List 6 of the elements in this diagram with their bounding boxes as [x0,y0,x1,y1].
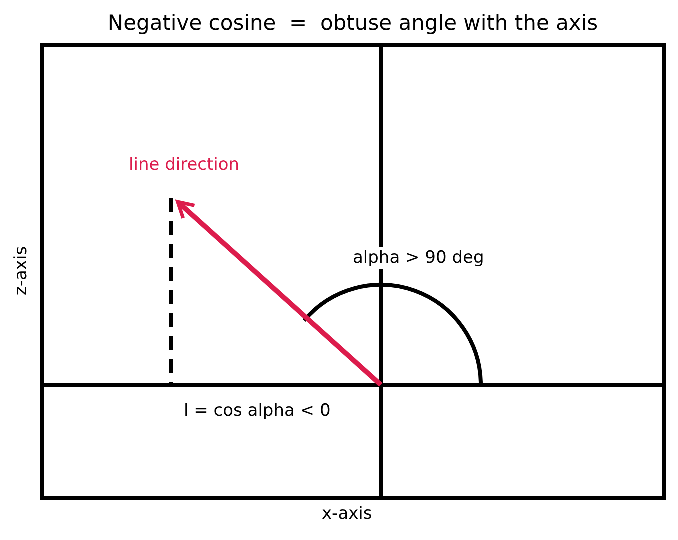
chart-title: Negative cosine = obtuse angle with the axis [106,10,600,36]
axis-label: z-axis [10,246,33,296]
axis-label: x-axis [322,503,372,525]
angle-label: alpha > 90 deg [353,247,484,269]
vector-label: line direction [129,154,240,176]
cosine-label: l = cos alpha < 0 [184,400,331,422]
